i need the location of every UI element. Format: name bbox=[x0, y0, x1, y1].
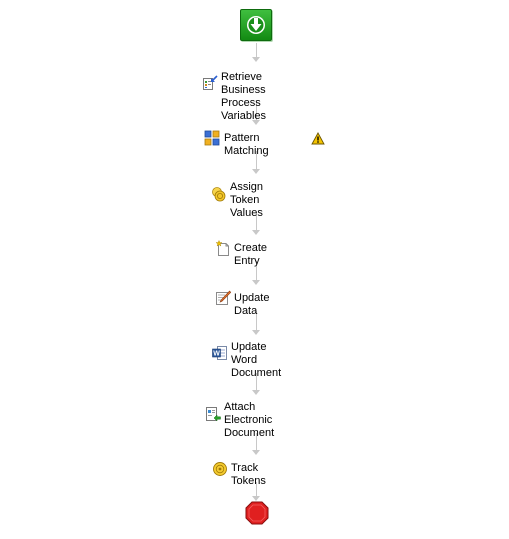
activity-label: Create Entry bbox=[234, 242, 268, 267]
retrieve-variables-icon bbox=[202, 75, 218, 91]
connector-arrowhead bbox=[252, 280, 260, 285]
create-entry-icon bbox=[215, 240, 231, 256]
connector-arrowhead bbox=[252, 330, 260, 335]
end-node[interactable] bbox=[245, 501, 269, 525]
track-tokens-icon bbox=[212, 461, 228, 477]
activity-label: Pattern Matching bbox=[224, 132, 269, 157]
connector-arrowhead bbox=[252, 230, 260, 235]
activity-label: Retrieve Business Process Variables bbox=[221, 71, 267, 122]
stop-icon bbox=[245, 501, 269, 525]
activity-label: Update Data bbox=[234, 292, 270, 317]
activity-label: Update Word Document bbox=[231, 341, 282, 379]
warning-icon[interactable] bbox=[311, 132, 325, 145]
start-arrow-icon bbox=[247, 16, 265, 34]
svg-text:W: W bbox=[213, 351, 220, 358]
connector bbox=[256, 213, 257, 230]
connector bbox=[256, 43, 257, 57]
connector bbox=[256, 373, 257, 390]
connector bbox=[256, 311, 257, 330]
connector bbox=[256, 101, 257, 120]
connector bbox=[256, 433, 257, 450]
connector-arrowhead bbox=[252, 57, 260, 62]
connector-arrowhead bbox=[252, 450, 260, 455]
word-document-icon: W bbox=[212, 345, 228, 361]
update-data-icon bbox=[215, 290, 231, 306]
activity-label: Track Tokens bbox=[231, 462, 266, 487]
start-node[interactable] bbox=[240, 9, 272, 41]
connector bbox=[256, 261, 257, 280]
attach-document-icon bbox=[205, 406, 221, 422]
assign-token-icon bbox=[211, 186, 227, 202]
connector bbox=[256, 151, 257, 169]
activity-label: Assign Token Values bbox=[230, 181, 264, 219]
connector-arrowhead bbox=[252, 169, 260, 174]
activity-label: Attach Electronic Document bbox=[224, 401, 275, 439]
connector bbox=[256, 482, 257, 496]
connector-arrowhead bbox=[252, 496, 260, 501]
connector-arrowhead bbox=[252, 390, 260, 395]
connector-arrowhead bbox=[252, 120, 260, 125]
pattern-matching-icon bbox=[204, 130, 220, 146]
